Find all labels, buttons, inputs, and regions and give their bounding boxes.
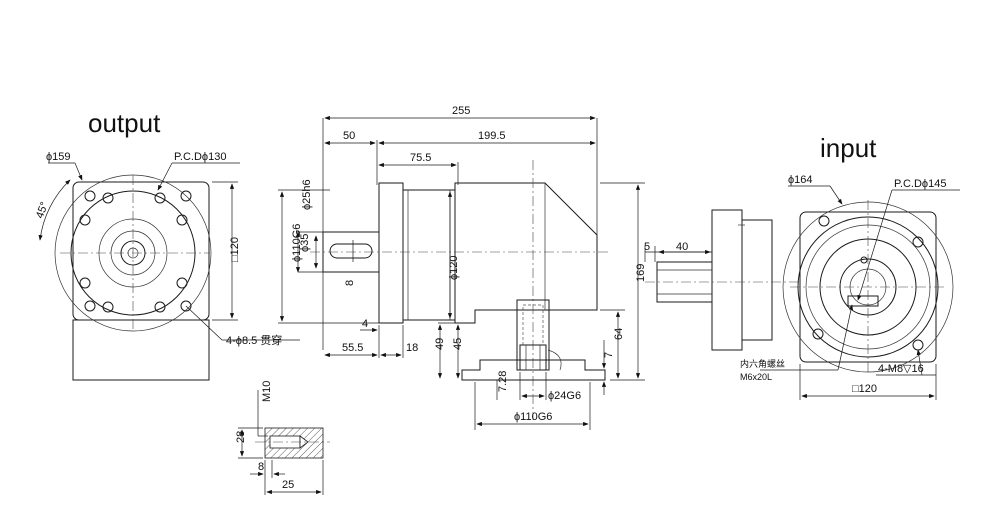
input-pcd-label: P.C.Dϕ145 xyxy=(894,178,946,190)
side-len-50: 50 xyxy=(343,130,355,142)
side-len-55-5: 55.5 xyxy=(342,342,363,354)
output-flange-square xyxy=(72,181,210,321)
output-title: output xyxy=(88,108,161,138)
side-height-45: 45 xyxy=(452,338,464,350)
side-ring xyxy=(402,189,456,321)
output-dia159-label: ϕ159 xyxy=(46,151,71,163)
output-pcd-label: P.C.Dϕ130 xyxy=(174,151,226,163)
input-len-5: 5 xyxy=(644,241,650,253)
input-view: input 5 40 ϕ1 xyxy=(644,133,960,400)
side-len-75-5: 75.5 xyxy=(410,152,431,164)
side-bottom-flange xyxy=(461,359,606,381)
input-screw-note-1: 内六角螺丝 xyxy=(740,358,785,369)
detail-len-25: 25 xyxy=(282,479,294,491)
detail-len-8: 8 xyxy=(258,461,264,473)
input-screw-note-2: M6x20L xyxy=(740,372,772,382)
side-flange xyxy=(378,182,404,324)
side-bore-24: ϕ24G6 xyxy=(548,390,581,402)
side-len-18: 18 xyxy=(406,342,418,354)
input-len-40: 40 xyxy=(676,241,688,253)
output-angle-label: 45° xyxy=(34,200,51,220)
side-height-7-28: 7.28 xyxy=(497,371,509,392)
side-key-8: 8 xyxy=(344,280,356,286)
side-len-199-5: 199.5 xyxy=(478,130,506,142)
side-height-49: 49 xyxy=(434,338,446,350)
output-square-label: □120 xyxy=(229,237,241,262)
input-side-flange xyxy=(711,209,743,351)
input-title: input xyxy=(820,133,877,163)
side-len-4: 4 xyxy=(362,318,368,330)
side-housing xyxy=(454,182,598,324)
output-bolt-holes xyxy=(79,190,192,313)
side-dia-35: ϕ35 xyxy=(299,234,311,252)
input-square-label: □120 xyxy=(852,383,877,395)
side-shaft-25: ϕ25h6 xyxy=(301,179,313,210)
side-len-255: 255 xyxy=(452,105,470,117)
side-pilot-110-bottom: ϕ110G6 xyxy=(514,411,552,423)
side-key xyxy=(329,243,373,259)
output-lower-housing xyxy=(72,319,210,381)
side-dia-120: ϕ120 xyxy=(448,255,460,280)
detail-view: 28 M10 8 25 xyxy=(235,381,330,495)
detail-height-28: 28 xyxy=(235,431,247,443)
output-holes-label: 4-ϕ8.5 贯穿 xyxy=(226,333,282,347)
side-bottom-shaft xyxy=(519,344,547,371)
input-holes-label: 4-M8▽16 xyxy=(878,363,924,375)
side-height-169: 169 xyxy=(635,264,647,282)
input-side-ring xyxy=(741,219,773,341)
input-clamp-slot xyxy=(847,295,879,307)
output-view: output ϕ159 xyxy=(34,108,300,381)
side-height-64: 64 xyxy=(613,328,625,340)
input-dia164-label: ϕ164 xyxy=(788,174,813,186)
detail-thread: M10 xyxy=(261,381,273,402)
side-view: 255 50 199.5 75.5 ϕ110G6 xyxy=(278,105,647,430)
side-height-7: 7 xyxy=(603,352,615,358)
